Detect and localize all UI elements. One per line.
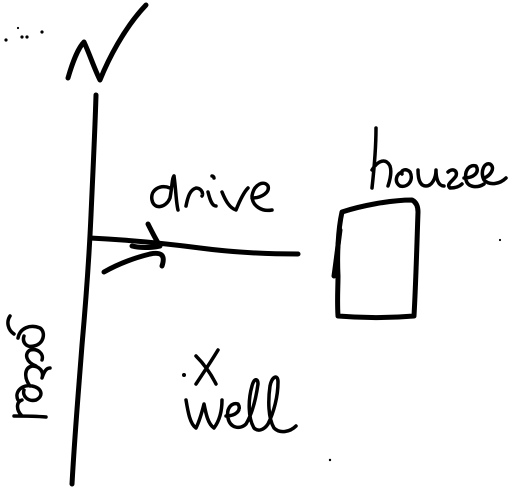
road-label: road <box>6 314 52 419</box>
north-marker: N <box>65 2 149 83</box>
well-label: well <box>184 375 298 434</box>
house-building <box>331 197 421 320</box>
well-x-mark <box>194 348 220 386</box>
house-letters-glyph <box>370 126 508 190</box>
house-label: house <box>370 126 508 190</box>
house-outline <box>335 197 421 320</box>
house-wall-stroke <box>331 227 343 279</box>
road-letters-glyph <box>6 314 52 419</box>
drive-line <box>87 235 301 257</box>
scan-specks <box>4 26 502 462</box>
drive-label: drive <box>150 174 274 213</box>
north-letter-glyph <box>65 2 149 83</box>
drive-letters-glyph <box>150 174 274 213</box>
drive-stroke-tail <box>101 250 166 275</box>
drive-path <box>87 221 301 275</box>
road-line <box>69 92 99 487</box>
well-marker: X <box>182 348 220 386</box>
drive-arrowhead <box>129 221 163 250</box>
well-letters-glyph <box>184 375 298 434</box>
